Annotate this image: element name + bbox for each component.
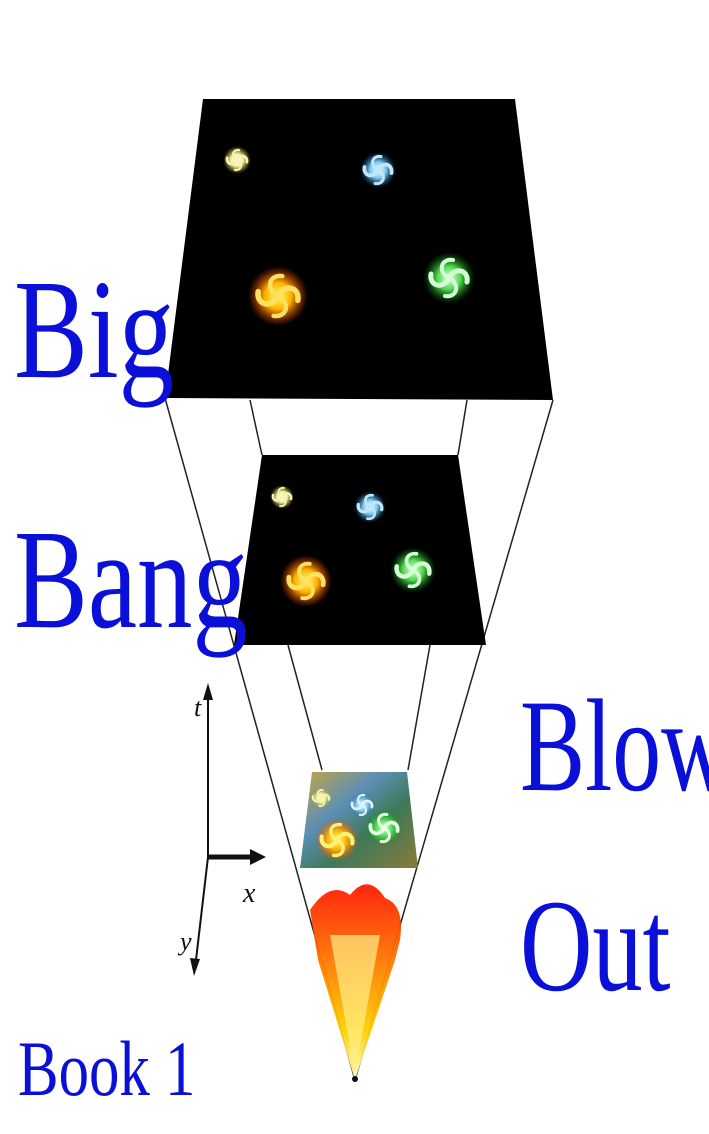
orange-spiral-galaxy-icon [280,555,332,607]
title-word-bang: Bang [14,500,248,658]
blue-spiral-galaxy-icon [349,792,375,818]
orange-spiral-galaxy-icon [248,266,308,326]
t-axis-label: t [194,693,202,722]
middle-universe-slice [234,455,486,645]
orange-spiral-galaxy-icon [315,818,359,862]
yellow-spiral-galaxy-icon [223,146,251,174]
title-word-out: Out [520,872,671,1019]
series-label: Book 1 [18,1025,196,1112]
green-spiral-galaxy-icon [390,547,436,593]
x-axis-label: x [242,878,256,909]
coordinate-axes: t x y [177,683,266,976]
yellow-spiral-galaxy-icon [270,485,294,509]
fireball-icon [310,884,401,1082]
late-universe-slice [165,99,553,400]
blue-spiral-galaxy-icon [354,491,386,523]
blue-spiral-galaxy-icon [360,152,396,188]
green-spiral-galaxy-icon [423,252,475,304]
title-word-blow: Blow [520,672,709,819]
title-word-big: Big [14,250,175,408]
y-axis-label: y [177,927,192,956]
yellow-spiral-galaxy-icon [311,788,331,808]
early-universe-slice [300,772,418,868]
green-spiral-galaxy-icon [365,809,403,847]
